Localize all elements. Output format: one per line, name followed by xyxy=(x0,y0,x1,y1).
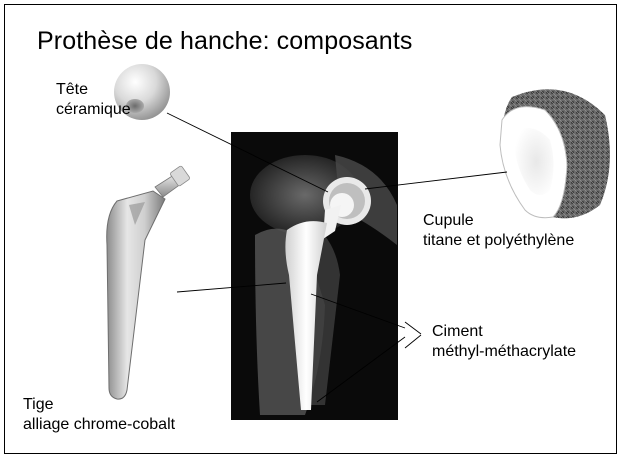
cement-bracket-bottom xyxy=(405,335,421,348)
cup-label: Cupule titane et polyéthylène xyxy=(423,211,574,251)
stem-label: Tige alliage chrome-cobalt xyxy=(23,395,175,435)
xray-image xyxy=(231,132,398,420)
head-label-line2: céramique xyxy=(56,100,131,120)
femoral-stem-image xyxy=(107,165,191,399)
cup-label-line2: titane et polyéthylène xyxy=(423,231,574,251)
head-label-line1: Tête xyxy=(56,80,131,100)
cement-bracket-top xyxy=(405,322,421,334)
cement-label-line2: méthyl-méthacrylate xyxy=(432,342,576,362)
stem-label-line2: alliage chrome-cobalt xyxy=(23,415,175,435)
stem-label-line1: Tige xyxy=(23,395,175,415)
acetabular-cup-image xyxy=(492,79,610,224)
cup-label-line1: Cupule xyxy=(423,211,574,231)
head-label: Tête céramique xyxy=(56,80,131,120)
cement-label: Ciment méthyl-méthacrylate xyxy=(432,322,576,362)
cement-label-line1: Ciment xyxy=(432,322,576,342)
slide: Prothèse de hanche: composants xyxy=(4,4,617,454)
